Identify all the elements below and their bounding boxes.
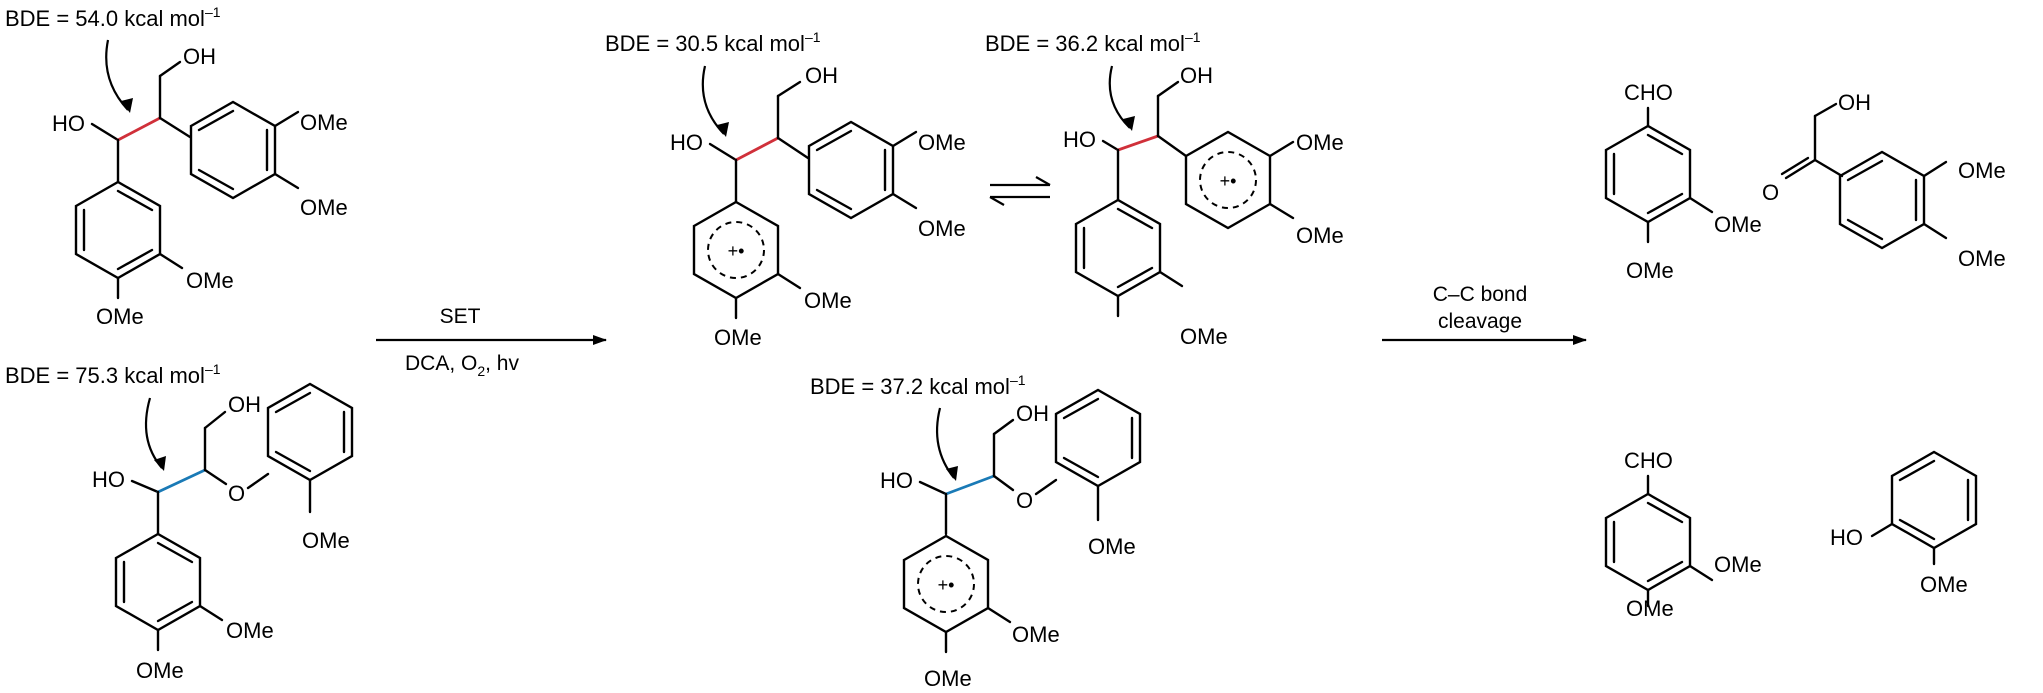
ome-label: OMe: [1958, 246, 2006, 271]
radical-cation-label: +•: [728, 241, 745, 261]
cleavage-reaction-arrow: C–C bond cleavage: [1382, 283, 1587, 345]
arrow-label-line2: cleavage: [1438, 310, 1522, 333]
bde-label-37: BDE = 37.2 kcal mol–1: [810, 372, 1026, 399]
arrow-label-top: SET: [440, 305, 481, 328]
product-veratraldehyde: CHO OMe OMe: [1604, 80, 1762, 283]
ome-label: OMe: [300, 110, 348, 135]
cho-label: CHO: [1624, 448, 1673, 473]
equilibrium-arrows-icon: [989, 176, 1051, 206]
ho-label: HO: [880, 468, 913, 493]
ome-label: OMe: [1714, 552, 1762, 577]
ome-label: OMe: [1296, 223, 1344, 248]
radical-cation-label: +•: [1220, 171, 1237, 191]
oh-label: OH: [805, 63, 838, 88]
o-label: O: [1762, 180, 1779, 205]
curly-arrow-icon: [936, 407, 955, 479]
ome-label: OMe: [1920, 572, 1968, 597]
molecule-beta-o4-radical-cation: BDE = 37.2 kcal mol–1 OH HO O OMe +• OMe…: [810, 372, 1142, 691]
ho-label: HO: [52, 111, 85, 136]
bde-label-75: BDE = 75.3 kcal mol–1: [5, 361, 221, 388]
ome-label: OMe: [1958, 158, 2006, 183]
radical-cation-label: +•: [938, 575, 955, 595]
ome-label: OMe: [136, 658, 184, 683]
ho-label: HO: [670, 130, 703, 155]
molecule-beta1-model: BDE = 54.0 kcal mol–1 OH HO OMe OMe: [5, 4, 348, 329]
molecule-radical-cation-b: BDE = 36.2 kcal mol–1 OH HO +• OMe OMe O…: [985, 29, 1344, 349]
cho-label: CHO: [1624, 80, 1673, 105]
o-label: O: [228, 481, 245, 506]
ome-label: OMe: [226, 618, 274, 643]
o-label: O: [1016, 488, 1033, 513]
ome-label: OMe: [302, 528, 350, 553]
ome-label: OMe: [918, 130, 966, 155]
arrow-label-line1: C–C bond: [1433, 283, 1528, 306]
curly-arrow-icon: [105, 39, 129, 111]
ome-label: OMe: [804, 288, 852, 313]
oh-label: OH: [1838, 90, 1871, 115]
bde-label-30: BDE = 30.5 kcal mol–1: [605, 29, 821, 56]
oh-label: OH: [228, 392, 261, 417]
ho-label: HO: [92, 467, 125, 492]
set-reaction-arrow: SET DCA, O2, hv: [376, 305, 607, 379]
ome-label: OMe: [300, 195, 348, 220]
ome-label: OMe: [924, 666, 972, 691]
arrow-label-bottom: DCA, O2, hv: [405, 352, 519, 379]
ho-label: HO: [1063, 127, 1096, 152]
ome-label: OMe: [918, 216, 966, 241]
product-vanillin-type-aldehyde: CHO OMe OMe: [1604, 448, 1762, 621]
molecule-radical-cation-a: BDE = 30.5 kcal mol–1 OH HO OMe OMe +• O…: [605, 29, 966, 350]
oh-label: OH: [183, 44, 216, 69]
ome-label: OMe: [186, 268, 234, 293]
curly-arrow-icon: [144, 397, 163, 469]
curly-arrow-icon: [701, 65, 725, 135]
oh-label: OH: [1180, 63, 1213, 88]
bde-label-54: BDE = 54.0 kcal mol–1: [5, 4, 221, 31]
ome-label: OMe: [96, 304, 144, 329]
curly-arrow-icon: [1108, 65, 1131, 129]
ome-label: OMe: [714, 325, 762, 350]
ome-label: OMe: [1012, 622, 1060, 647]
ome-label: OMe: [1180, 324, 1228, 349]
product-guaiacol: HO OMe: [1830, 450, 1978, 597]
molecule-beta-o4-model: BDE = 75.3 kcal mol–1 OH HO O OMe OMe: [5, 361, 354, 683]
ome-label: OMe: [1296, 130, 1344, 155]
ho-label: HO: [1830, 525, 1863, 550]
oh-label: OH: [1016, 401, 1049, 426]
bde-label-36: BDE = 36.2 kcal mol–1: [985, 29, 1201, 56]
ome-label: OMe: [1088, 534, 1136, 559]
ome-label: OMe: [1714, 212, 1762, 237]
product-hydroxy-ketone: OH O OMe OMe: [1762, 90, 2006, 271]
ome-label: OMe: [1626, 258, 1674, 283]
ome-label: OMe: [1626, 596, 1674, 621]
